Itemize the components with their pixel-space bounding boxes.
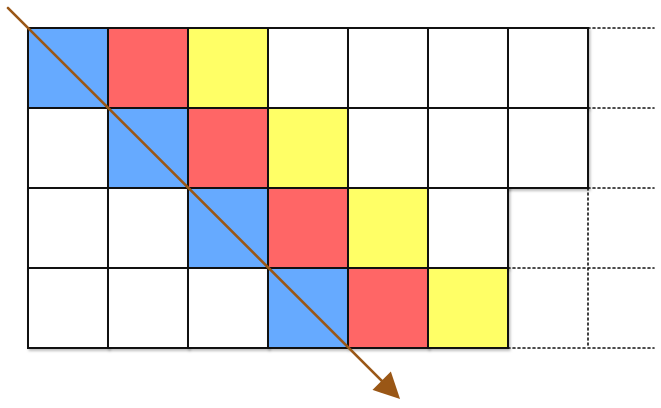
grid-cell-empty: [107, 267, 189, 349]
grid-cell-empty: [427, 187, 509, 269]
grid-cell-empty: [27, 187, 109, 269]
grid-cell-red: [187, 107, 269, 189]
grid-cell-yellow: [267, 107, 349, 189]
grid-cell-empty: [27, 107, 109, 189]
diagonal-arrow-group: [6, 6, 401, 400]
grid-cell-empty: [427, 107, 509, 189]
grid-cell-border: [427, 267, 509, 349]
grid-cell-empty: [107, 187, 189, 269]
grid-cell-empty: [187, 267, 269, 349]
diagonal-arrow: [6, 6, 401, 400]
grid-cell-yellow: [427, 267, 509, 349]
grid-cell-empty: [347, 107, 429, 189]
grid-cell-border: [507, 107, 589, 189]
grid-cell-yellow: [187, 27, 269, 109]
grid-cell-empty: [347, 27, 429, 109]
grid-cell-red: [347, 267, 429, 349]
grid-cell-red: [267, 187, 349, 269]
grid-cell-empty: [507, 27, 589, 109]
grid-cells: [27, 27, 589, 349]
grid-cell-empty: [507, 107, 589, 189]
grid-cell-yellow: [347, 187, 429, 269]
grid-cell-empty: [427, 27, 509, 109]
grid-cell-empty: [267, 27, 349, 109]
grid-cell-red: [107, 27, 189, 109]
grid-cell-empty: [27, 267, 109, 349]
